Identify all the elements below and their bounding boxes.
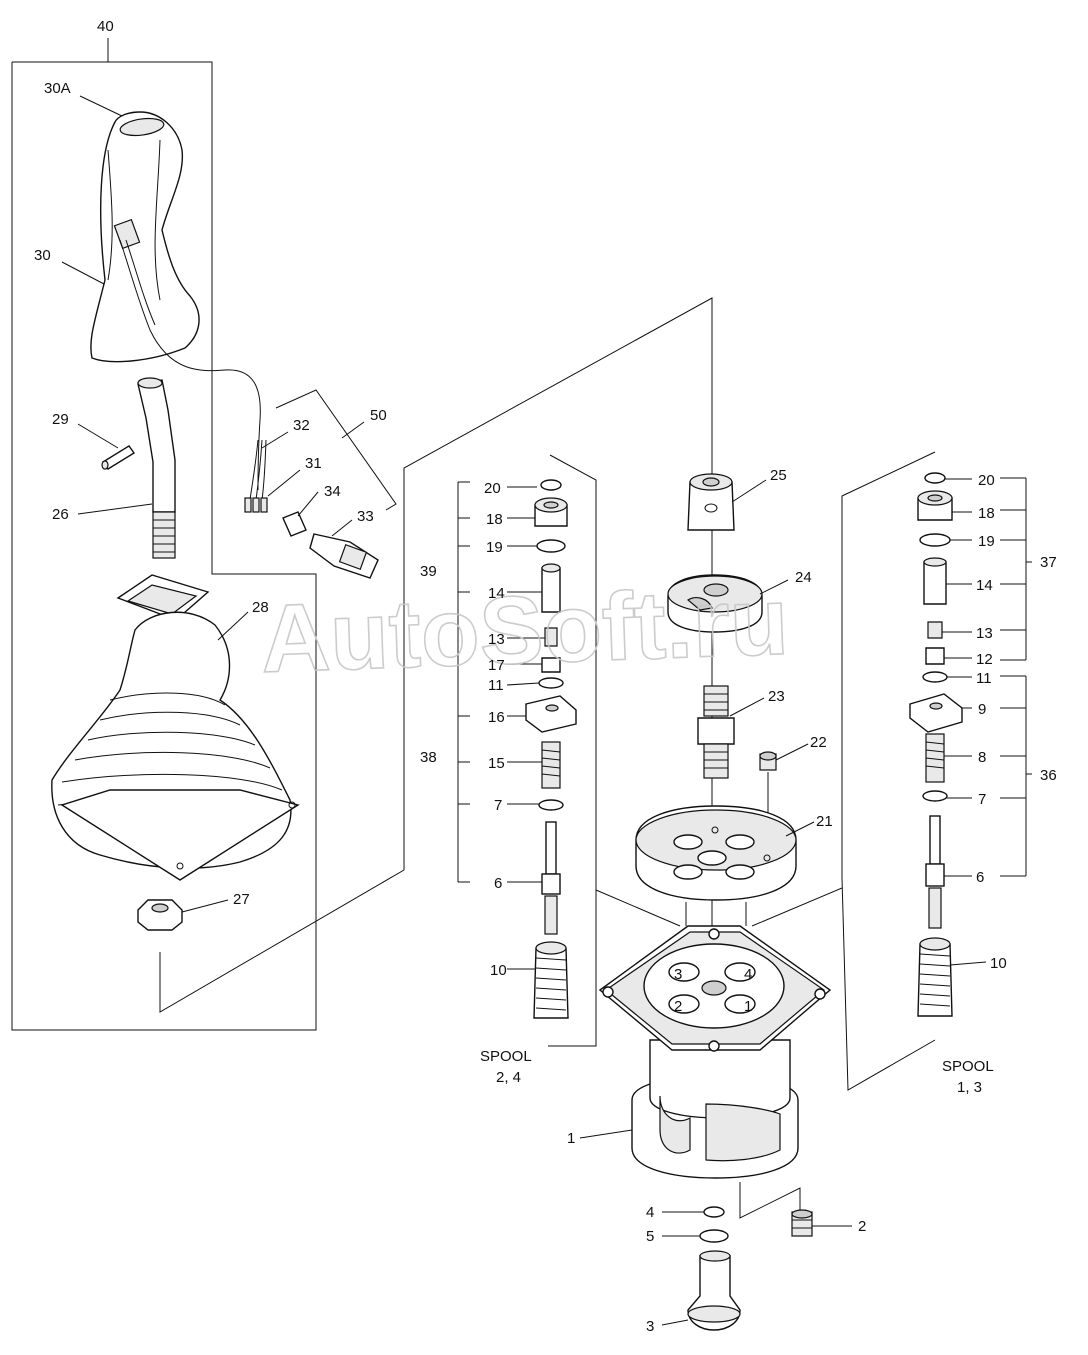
housing-1	[598, 925, 832, 1179]
label-23: 23	[768, 688, 785, 705]
label-right-7: 7	[978, 791, 986, 808]
label-left-13: 13	[488, 631, 505, 648]
label-left-10: 10	[490, 962, 507, 979]
bracket-37-36	[942, 477, 1032, 966]
label-34: 34	[324, 483, 341, 500]
label-left-17: 17	[488, 657, 505, 674]
label-left-15: 15	[488, 755, 505, 772]
label-32: 32	[293, 417, 310, 434]
terminal-block-34	[282, 511, 307, 537]
watermark-text: AutoSoft.ru	[259, 568, 790, 693]
label-30: 30	[34, 247, 51, 264]
label-left-16: 16	[488, 709, 505, 726]
label-left-14: 14	[488, 585, 505, 602]
connector-33	[309, 533, 379, 579]
label-40: 40	[97, 18, 114, 35]
leader-lines	[61, 95, 852, 1326]
label-33: 33	[357, 508, 374, 525]
label-right-10: 10	[990, 955, 1007, 972]
label-21: 21	[816, 813, 833, 830]
label-27: 27	[233, 891, 250, 908]
label-left-6: 6	[494, 875, 502, 892]
plate-24	[667, 574, 763, 633]
label-4: 4	[646, 1204, 654, 1221]
label-right-18: 18	[978, 505, 995, 522]
lever-26	[137, 377, 176, 559]
label-right-11: 11	[976, 670, 992, 687]
guide-lines-center	[595, 887, 843, 927]
spool-stack-2-4	[525, 454, 597, 1047]
label-30A: 30A	[44, 80, 71, 97]
label-right-8: 8	[978, 749, 986, 766]
label-29: 29	[52, 411, 69, 428]
part-labels: 40 30A 30 29 26 32 50 31 34 33 28 27 25 …	[34, 18, 1057, 1335]
label-right-9: 9	[978, 701, 986, 718]
label-right-6: 6	[976, 869, 984, 886]
label-left-39: 39	[420, 563, 437, 580]
wire-harness-32	[249, 439, 267, 501]
spool-right-line1: SPOOL	[942, 1058, 994, 1075]
joint-23	[697, 685, 735, 779]
label-1: 1	[567, 1130, 575, 1147]
label-25: 25	[770, 467, 787, 484]
boot-28	[51, 574, 300, 881]
terminals-31	[244, 497, 268, 513]
label-left-20: 20	[484, 480, 501, 497]
label-22: 22	[810, 734, 827, 751]
label-right-13: 13	[976, 625, 993, 642]
label-right-37: 37	[1040, 554, 1057, 571]
label-26: 26	[52, 506, 69, 523]
label-left-18: 18	[486, 511, 503, 528]
label-left-11: 11	[488, 677, 504, 694]
label-28: 28	[252, 599, 269, 616]
assembly-guide-lines	[159, 297, 713, 1050]
label-left-7: 7	[494, 797, 502, 814]
nut-27	[137, 899, 183, 931]
pin-29	[101, 445, 136, 470]
spool-stack-1-3	[841, 451, 963, 1091]
label-5: 5	[646, 1228, 654, 1245]
label-right-12: 12	[976, 651, 993, 668]
label-right-14: 14	[976, 577, 993, 594]
label-2: 2	[858, 1218, 866, 1235]
label-right-20: 20	[978, 472, 995, 489]
spool-left-line1: SPOOL	[480, 1048, 532, 1065]
handle-grip-30	[90, 111, 261, 491]
bracket-39-38	[457, 481, 545, 970]
label-right-36: 36	[1040, 767, 1057, 784]
bottom-parts	[687, 1182, 813, 1331]
frame-40	[11, 38, 317, 1031]
spool-right-line2: 1, 3	[957, 1079, 982, 1096]
label-31: 31	[305, 455, 322, 472]
label-3: 3	[646, 1318, 654, 1335]
label-left-38: 38	[420, 749, 437, 766]
spool-left-line2: 2, 4	[496, 1069, 521, 1086]
bracket-50	[275, 389, 397, 511]
label-hole-3: 3	[674, 966, 682, 983]
plate-21	[635, 805, 797, 901]
label-right-19: 19	[978, 533, 995, 550]
label-24: 24	[795, 569, 812, 586]
label-hole-4: 4	[744, 966, 752, 983]
label-hole-1: 1	[744, 998, 752, 1015]
nut-25	[687, 473, 735, 531]
label-50: 50	[370, 407, 387, 424]
label-left-19: 19	[486, 539, 503, 556]
label-hole-2: 2	[674, 998, 682, 1015]
